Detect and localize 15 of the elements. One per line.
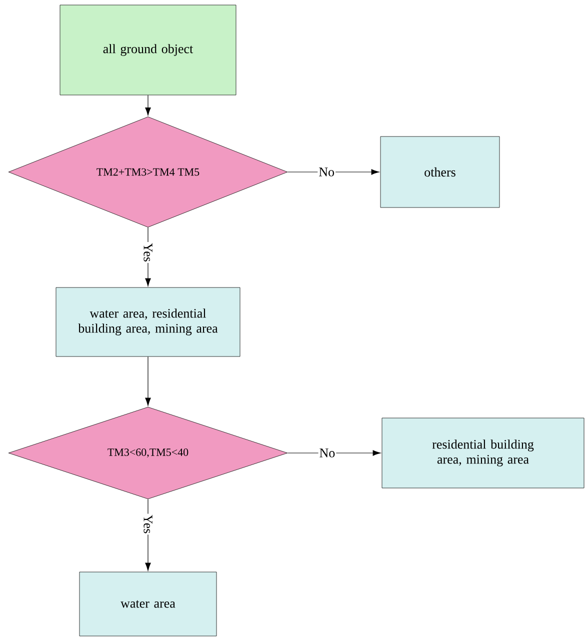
arrow: [145, 94, 151, 116]
arrow: [145, 227, 151, 286]
arrow: [287, 169, 380, 175]
edge-label: Yes: [142, 514, 154, 535]
edge-label: No: [318, 166, 336, 178]
process-box: others: [380, 136, 500, 208]
process-box: water area: [79, 572, 217, 636]
process-box: residential building area, mining area: [382, 418, 584, 488]
arrow: [145, 498, 151, 571]
process-box: water area, residential building area, mining area: [56, 287, 240, 357]
edge-label: Yes: [142, 242, 154, 263]
edge-label: No: [318, 448, 336, 458]
arrow: [145, 356, 151, 406]
arrow: [287, 450, 381, 456]
process-box: all ground object: [60, 4, 236, 96]
